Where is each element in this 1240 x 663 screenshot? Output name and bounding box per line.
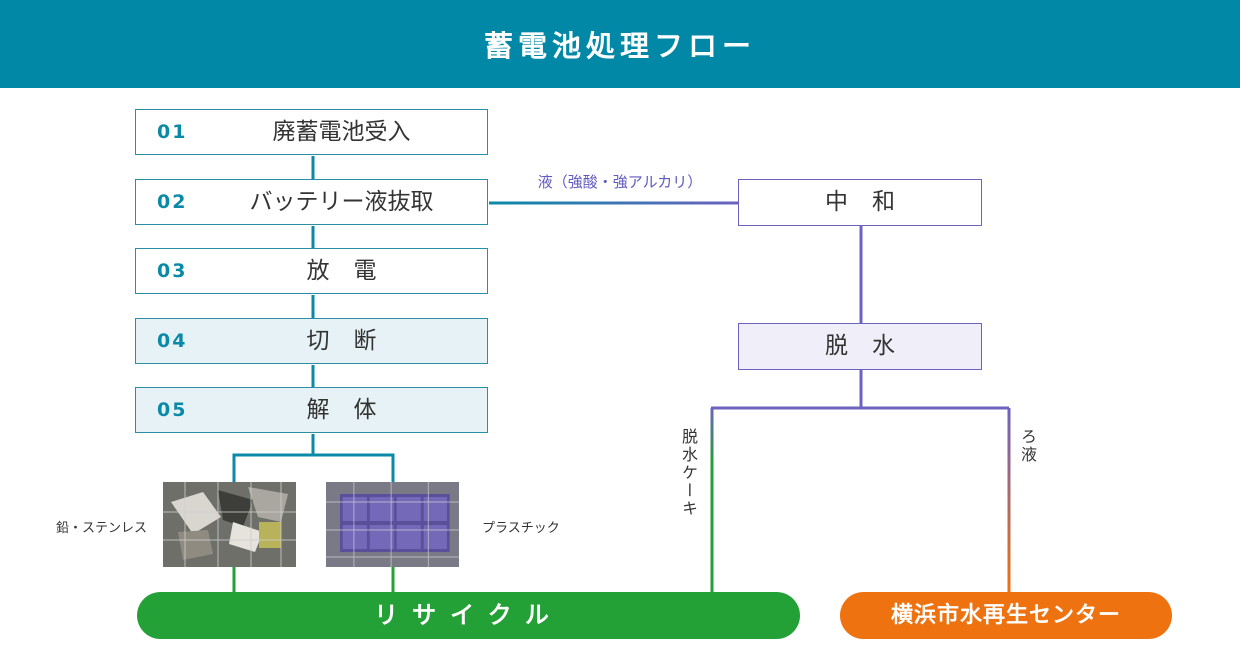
lead-stainless-label: 鉛・ステンレス <box>56 521 148 536</box>
step-label: 放電 <box>306 258 401 284</box>
recycle-destination: リサイクル <box>137 592 800 639</box>
step-number: 01 <box>157 121 188 143</box>
step-number: 02 <box>157 191 188 213</box>
filtrate-label: ろ液 <box>1018 428 1037 464</box>
step-label: 解体 <box>306 397 401 423</box>
cake-label: 脱水ケーキ <box>679 428 698 518</box>
neutralize-box: 中和 <box>738 179 982 226</box>
step-01: 01 廃蓄電池受入 <box>135 109 488 155</box>
step-03: 03 放電 <box>135 248 488 294</box>
step-label: 廃蓄電池受入 <box>272 119 411 145</box>
liquid-label: 液（強酸・強アルカリ） <box>537 173 703 191</box>
step-number: 05 <box>157 399 188 421</box>
dewater-box: 脱水 <box>738 323 982 370</box>
header-bar: 蓄電池処理フロー <box>0 0 1240 88</box>
step-number: 04 <box>157 330 188 352</box>
page-title: 蓄電池処理フロー <box>483 29 756 63</box>
step-02: 02 バッテリー液抜取 <box>135 179 488 225</box>
plastic-photo <box>326 482 459 567</box>
step-05: 05 解体 <box>135 387 488 433</box>
lead-stainless-photo <box>163 482 296 567</box>
step-number: 03 <box>157 260 188 282</box>
step-label: バッテリー液抜取 <box>249 189 434 215</box>
step-04: 04 切断 <box>135 318 488 364</box>
plastic-label: プラスチック <box>482 521 560 536</box>
water-center-destination: 横浜市水再生センター <box>840 592 1172 639</box>
step-label: 切断 <box>306 328 401 354</box>
